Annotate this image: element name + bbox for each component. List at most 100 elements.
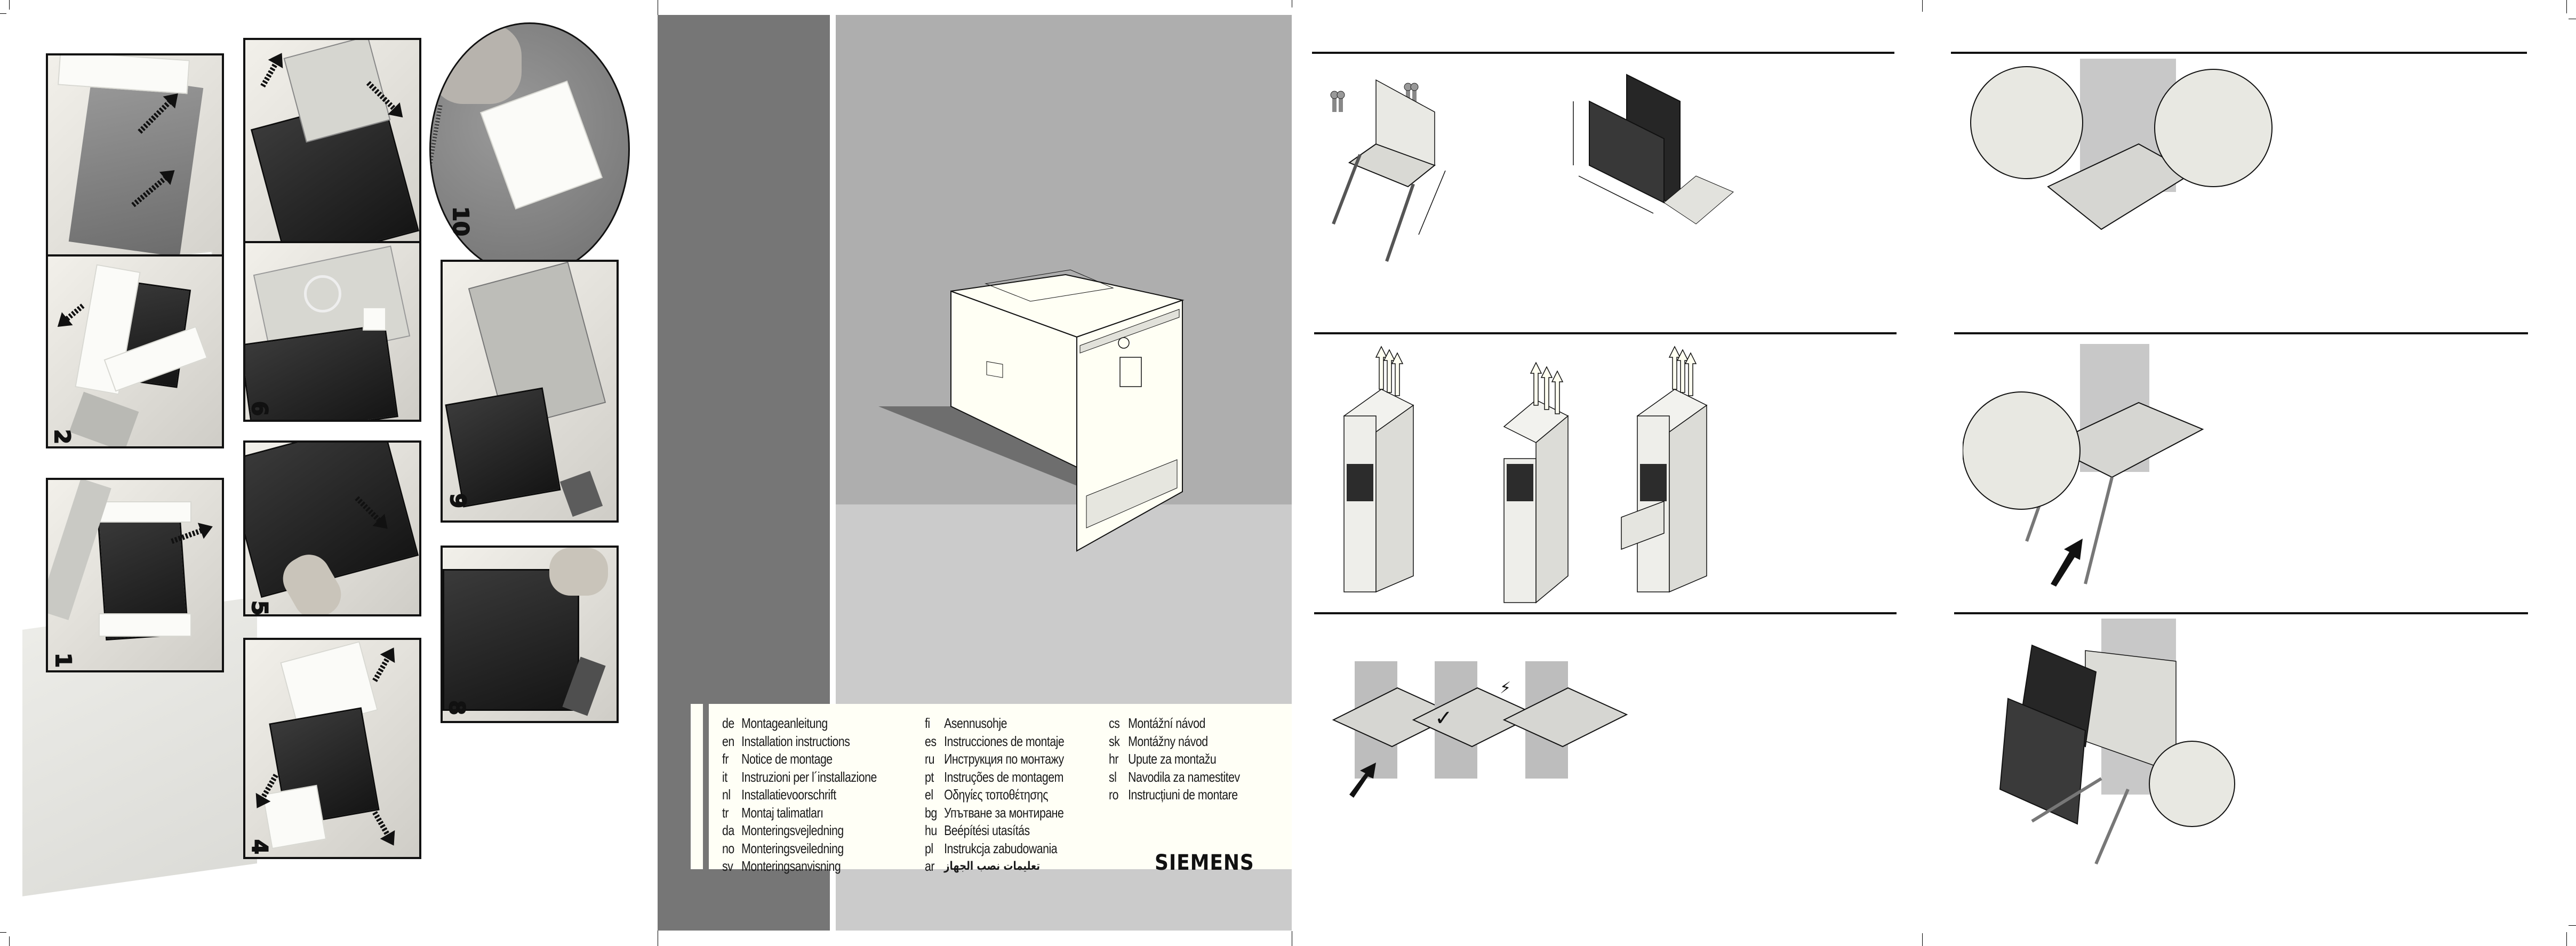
crop-mark	[2566, 932, 2567, 946]
spring	[431, 104, 443, 189]
accessory-box	[559, 470, 603, 517]
appliance	[445, 387, 561, 508]
crop-mark	[0, 932, 6, 933]
step-number: 2	[49, 429, 75, 445]
drip-tray	[1086, 459, 1178, 528]
dimension-line	[1418, 170, 1446, 235]
hand	[549, 548, 608, 596]
frame-back	[1375, 79, 1435, 166]
dashed-arrow-icon	[372, 656, 390, 683]
ventilation-arrow-icon	[1375, 346, 1697, 414]
rail	[1385, 183, 1415, 262]
step-photo-9: 9	[441, 260, 619, 523]
frame-step-connect: ⚡ ✓	[1412, 661, 1538, 779]
rail	[2031, 777, 2102, 823]
water-tank-lid	[985, 269, 1114, 302]
rail	[1332, 154, 1362, 225]
rail	[2084, 477, 2114, 584]
tank-window	[986, 361, 1003, 378]
crop-mark	[2569, 925, 2576, 926]
coffee-machine-illustration	[878, 269, 1185, 552]
accessory-bag	[363, 307, 386, 331]
step-number: 9	[445, 493, 470, 509]
appliance-front	[1999, 698, 2086, 825]
pull-arrow-icon	[2051, 539, 2083, 587]
crop-mark	[2566, 0, 2567, 13]
figure-cabinet-ventilation	[1343, 346, 1708, 604]
screw-icon	[1410, 83, 1419, 104]
crop-mark	[9, 0, 10, 10]
foam-block	[262, 784, 327, 849]
crop-mark	[1922, 933, 1923, 946]
crop-mark	[1922, 0, 1923, 12]
dashed-arrow-icon	[260, 61, 278, 88]
selector-knob	[1118, 337, 1130, 349]
figure-spring-release	[1970, 59, 2273, 230]
step-number: 6	[246, 400, 272, 416]
label-divider	[703, 704, 709, 869]
step-number: 5	[246, 600, 272, 615]
figure-mount-appliance	[1999, 619, 2235, 865]
step-detail-bubble-10	[429, 22, 630, 276]
detail-bubble	[1963, 391, 2081, 510]
step-photo-8: 8	[441, 546, 619, 723]
frame	[2046, 402, 2204, 478]
foam-block	[99, 613, 191, 637]
cabinet-variant-3	[1621, 389, 1708, 593]
section-divider	[1954, 332, 2528, 334]
appliance-shadow	[878, 406, 1113, 496]
cable-coil	[304, 275, 341, 312]
step-number: 8	[444, 700, 469, 716]
detail-bubble	[1970, 66, 2083, 179]
section-divider	[1951, 52, 2527, 54]
figure-mounting-frame	[1330, 74, 1734, 262]
detail-bubble	[2149, 741, 2235, 827]
figure-insert-frame: ⚡ ✓	[1332, 661, 1628, 798]
cabinet-variant-2	[1503, 399, 1569, 604]
section-divider	[1314, 612, 1897, 614]
check-icon: ✓	[1435, 707, 1453, 730]
dimension-line	[1578, 175, 1654, 214]
step-photo-4: 4	[243, 638, 421, 859]
dashed-arrow-icon	[372, 811, 390, 837]
dashed-arrow-icon	[65, 303, 85, 322]
step-photo-5: 5	[243, 440, 421, 616]
step-number: 4	[246, 839, 272, 855]
screw-icon	[1337, 91, 1345, 112]
power-icon: ⚡	[1500, 679, 1511, 697]
coffee-spout	[1119, 357, 1142, 387]
rail	[2094, 788, 2130, 865]
step-photo-2: 2	[46, 254, 224, 448]
crop-mark	[9, 936, 10, 946]
cabinet-variant-1	[1343, 389, 1414, 593]
frame-step-push	[1332, 661, 1458, 798]
step-photo-1: 1	[46, 478, 224, 672]
front-panel-strip	[1079, 309, 1180, 354]
box-flap	[69, 391, 139, 446]
siemens-logo: SIEMENS	[1155, 851, 1254, 875]
hand	[431, 24, 522, 104]
